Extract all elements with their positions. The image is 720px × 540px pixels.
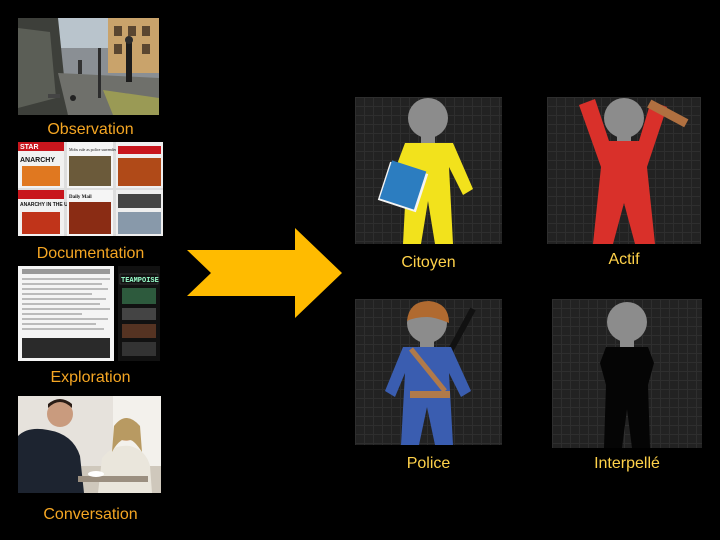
website-banner: TEAMPOISE xyxy=(121,277,159,285)
headline-anarchy-uk: ANARCHY IN THE UK xyxy=(20,202,72,208)
role-label-citoyen: Citoyen xyxy=(401,254,456,271)
observation-label: Observation xyxy=(47,121,134,138)
activist-figure xyxy=(579,99,667,244)
role-tile-interpelle xyxy=(552,299,702,448)
role-tile-actif xyxy=(547,97,701,244)
role-label-police: Police xyxy=(406,455,451,472)
role-tile-citoyen xyxy=(355,97,502,244)
observation-photo xyxy=(18,18,159,115)
exploration-webpages: TEAMPOISE xyxy=(18,266,160,361)
head-icon xyxy=(607,302,647,342)
exploration-label: Exploration xyxy=(50,369,131,386)
head-icon xyxy=(408,98,448,138)
headline-mobs: Mobs rule as police surrender streets xyxy=(69,147,128,152)
book-icon xyxy=(377,160,429,213)
conversation-photo xyxy=(18,396,161,493)
stick-icon xyxy=(647,99,689,128)
masthead-star: STAR xyxy=(20,144,39,151)
role-tile-police xyxy=(355,299,502,445)
masthead-daily-mail: Daily Mail xyxy=(69,195,92,200)
documentation-newspapers: STAR ANARCHY Mobs rule as police surrend… xyxy=(18,142,163,236)
head-icon xyxy=(604,98,644,138)
role-label-actif: Actif xyxy=(608,251,640,268)
documentation-label: Documentation xyxy=(36,245,145,262)
conversation-label: Conversation xyxy=(43,506,138,523)
role-label-interpelle: Interpellé xyxy=(594,455,660,472)
arrow-right-icon xyxy=(187,228,342,318)
headline-anarchy: ANARCHY xyxy=(20,157,55,164)
arrested-figure xyxy=(600,347,654,448)
helmet-icon xyxy=(407,301,449,323)
